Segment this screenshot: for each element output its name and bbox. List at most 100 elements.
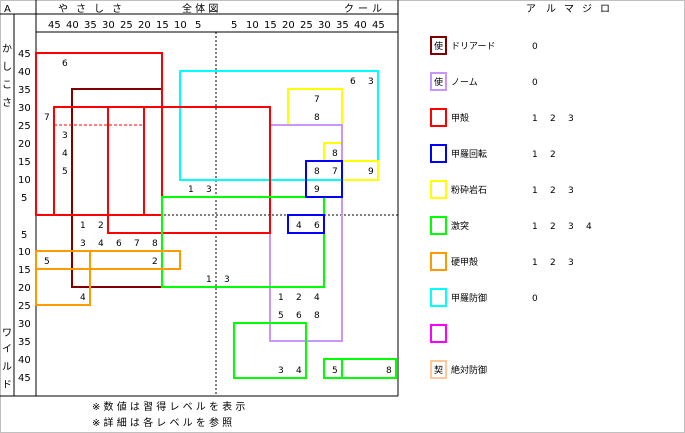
kashikosa-3: こ <box>2 80 12 91</box>
grid-number: 6 <box>116 239 122 249</box>
top-tick: 25 <box>300 20 313 31</box>
note-1: ※ 数 値 は 習 得 レ ベ ル を 表 示 <box>92 400 245 413</box>
side-tick: 20 <box>18 283 31 294</box>
yasashisa-3: し <box>94 3 104 15</box>
grid-number: 8 <box>386 366 392 376</box>
region-green <box>161 196 325 288</box>
side-tick: 40 <box>18 67 31 78</box>
side-tick: 30 <box>18 103 31 114</box>
top-tick: 40 <box>66 20 79 31</box>
legend-swatch-lavender <box>430 72 447 91</box>
grid-number: 4 <box>80 293 86 303</box>
side-tick: 35 <box>18 337 31 348</box>
region-red-2 <box>53 106 145 216</box>
grid-number: 5 <box>44 257 50 267</box>
legend-value: 1 <box>532 186 538 196</box>
legend-value: 0 <box>532 42 538 52</box>
legend-label: 激突 <box>451 220 469 232</box>
legend-value: 3 <box>568 222 574 232</box>
kashikosa-4: さ <box>2 97 12 109</box>
legend-value: 2 <box>550 114 556 124</box>
column-header-ro: ロ <box>600 4 610 15</box>
top-tick: 5 <box>195 20 201 31</box>
top-tick: 45 <box>372 20 385 31</box>
kashikosa-2: し <box>2 61 12 73</box>
grid-number: 7 <box>314 95 320 105</box>
grid-number: 3 <box>224 275 230 285</box>
legend-swatch-green <box>430 216 447 235</box>
yasashisa-1: や <box>58 3 68 15</box>
side-tick: 30 <box>18 319 31 330</box>
cool-3: ル <box>372 4 382 15</box>
grid-number: 4 <box>62 149 68 159</box>
grid-number: 4 <box>296 366 302 376</box>
legend-swatch-dark-red <box>430 36 447 55</box>
legend-label: 硬甲殻 <box>451 256 478 268</box>
legend-value: 3 <box>568 258 574 268</box>
legend-value: 2 <box>550 186 556 196</box>
legend-icon-summon: 使 <box>434 40 443 52</box>
legend-label: 甲殻 <box>451 112 469 124</box>
legend-value: 1 <box>532 150 538 160</box>
overview-title: 全 体 図 <box>182 2 218 15</box>
side-tick: 15 <box>18 157 31 168</box>
legend-value: 2 <box>550 258 556 268</box>
cool-2: ー <box>358 4 368 15</box>
top-tick: 20 <box>138 20 151 31</box>
legend-label: 甲羅回転 <box>451 149 487 160</box>
wild-1: ワ <box>2 328 12 339</box>
grid-number: 3 <box>80 239 86 249</box>
side-tick: 45 <box>18 49 31 60</box>
grid-number: 8 <box>314 113 320 123</box>
corner-label: A <box>4 4 11 15</box>
grid-number: 6 <box>62 59 68 69</box>
grid-number: 2 <box>296 293 302 303</box>
grid-number: 9 <box>368 167 374 177</box>
grid-number: 4 <box>314 293 320 303</box>
top-tick: 45 <box>48 20 61 31</box>
legend-icon-contract: 契 <box>434 364 443 376</box>
region-blue <box>305 160 343 198</box>
side-tick: 10 <box>18 247 31 258</box>
wild-2: イ <box>2 344 12 355</box>
top-tick: 40 <box>354 20 367 31</box>
column-header-ma: マ <box>564 4 574 15</box>
side-tick: 15 <box>18 265 31 276</box>
legend-value: 3 <box>568 114 574 124</box>
grid-number: 7 <box>44 113 50 123</box>
grid-number: 8 <box>314 167 320 177</box>
top-tick: 15 <box>264 20 277 31</box>
grid-numbers: 6 6 3 7 7 8 3 4 5 8 8 7 9 1 3 9 1 2 4 6 … <box>44 59 392 376</box>
legend-value: 0 <box>532 294 538 304</box>
side-tick: 35 <box>18 85 31 96</box>
wild-4: ド <box>2 380 12 391</box>
top-tick: 25 <box>120 20 133 31</box>
cool-1: ク <box>344 3 354 15</box>
region-green-3 <box>323 358 397 379</box>
legend-value: 2 <box>550 150 556 160</box>
legend-value: 1 <box>532 222 538 232</box>
yasashisa-2: さ <box>76 3 86 15</box>
grid-number: 1 <box>80 221 86 231</box>
side-tick: 5 <box>21 230 27 241</box>
grid-number: 9 <box>314 185 320 195</box>
top-tick: 5 <box>231 20 237 31</box>
grid-number: 5 <box>62 167 68 177</box>
side-tick: 20 <box>18 139 31 150</box>
legend-value: 0 <box>532 78 538 88</box>
side-tick: 40 <box>18 355 31 366</box>
top-tick: 30 <box>318 20 331 31</box>
region-orange-2 <box>35 250 91 306</box>
yasashisa-4: さ <box>112 3 122 15</box>
column-header: ア ル マ ジ ロ <box>526 4 610 15</box>
legend-value: 4 <box>586 222 592 232</box>
grid-number: 2 <box>152 257 158 267</box>
column-header-ru: ル <box>546 4 556 15</box>
grid-number: 1 <box>278 293 284 303</box>
region-blue-2 <box>287 214 325 234</box>
grid-number: 3 <box>278 366 284 376</box>
legend-value: 1 <box>532 258 538 268</box>
regions <box>35 52 397 379</box>
